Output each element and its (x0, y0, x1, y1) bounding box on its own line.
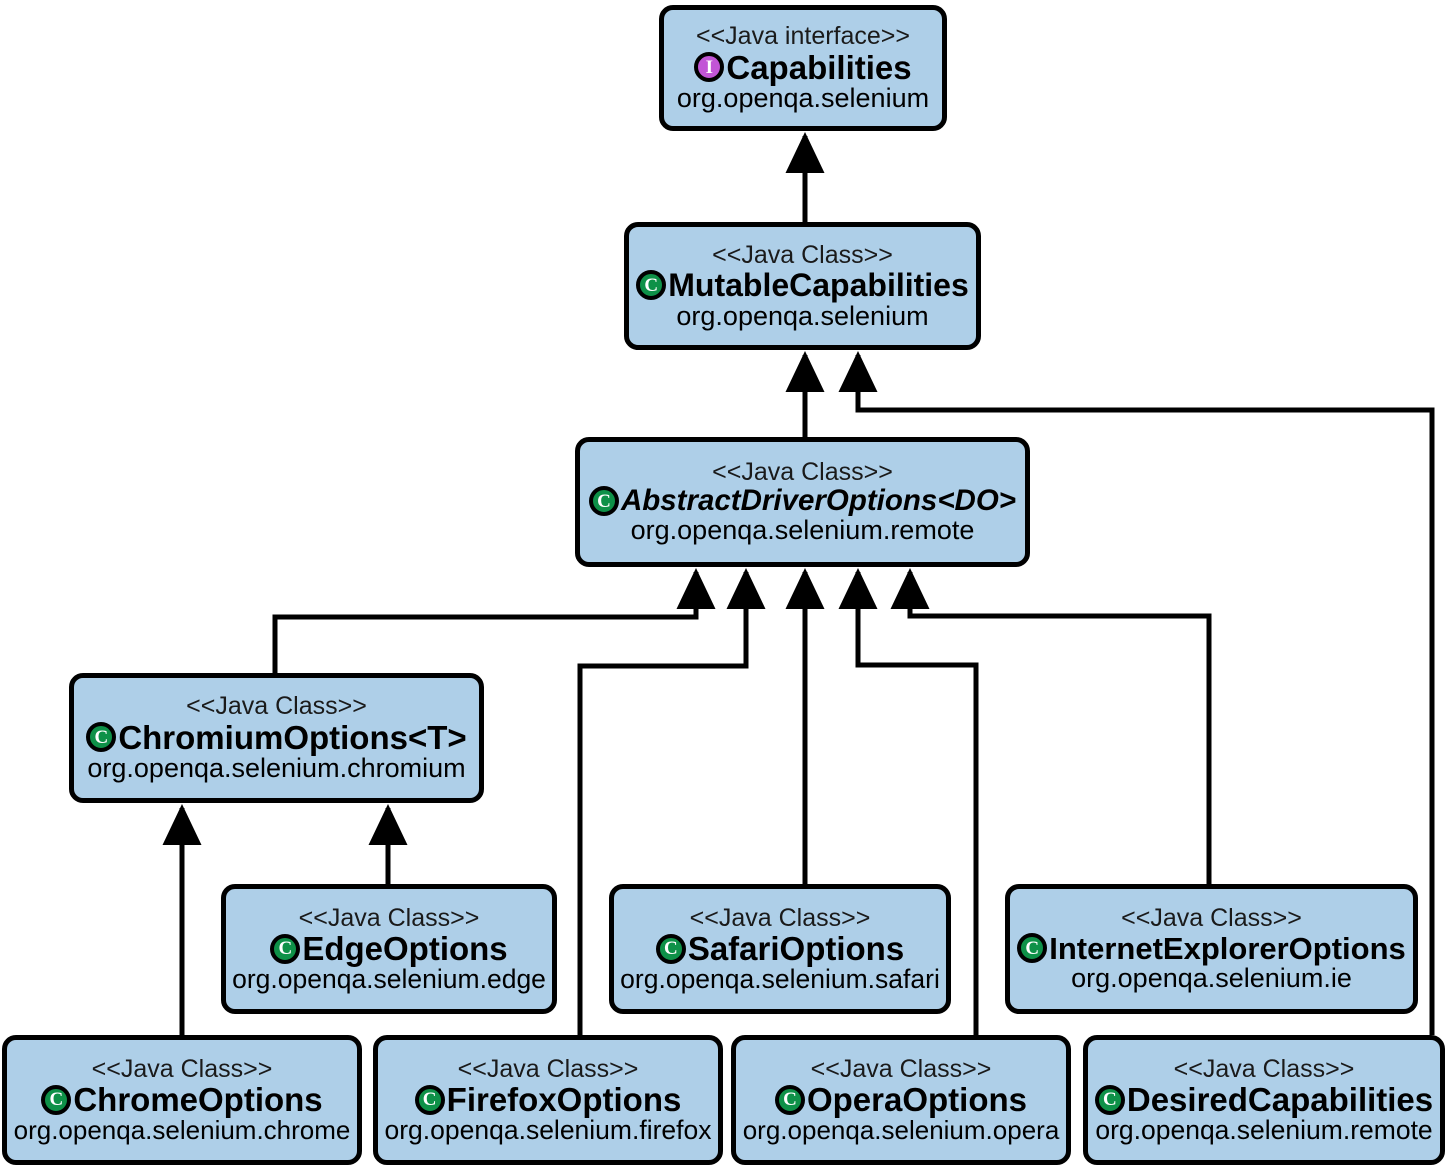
class-name-label: EdgeOptions (302, 929, 508, 967)
stereotype-label: <<Java Class>> (1173, 1054, 1355, 1083)
package-label: org.openqa.selenium.ie (1071, 963, 1352, 994)
package-label: org.openqa.selenium (676, 83, 930, 114)
package-label: org.openqa.selenium.remote (630, 515, 975, 546)
generalization-edge-chromium-to-abstract (272, 568, 716, 673)
class-name-label: Capabilities (726, 48, 912, 86)
stereotype-label: <<Java Class>> (91, 1054, 273, 1083)
java-class-icon: C (774, 1084, 805, 1115)
java-class-icon: C (588, 486, 619, 517)
stereotype-label: <<Java Class>> (689, 903, 871, 932)
java-class-icon: C (1094, 1084, 1125, 1115)
class-name-label: MutableCapabilities (668, 267, 969, 304)
class-name-label: AbstractDriverOptions<DO> (620, 484, 1017, 518)
stereotype-label: <<Java Class>> (298, 903, 480, 932)
java-class-icon: C (86, 722, 117, 753)
class-name-label: InternetExplorerOptions (1049, 930, 1406, 966)
class-name-label: DesiredCapabilities (1126, 1080, 1434, 1118)
package-label: org.openqa.selenium (676, 300, 929, 331)
java-interface-icon: I (694, 52, 725, 83)
class-name-label: SafariOptions (687, 929, 905, 967)
package-label: org.openqa.selenium.chrome (13, 1114, 351, 1145)
package-label: org.openqa.selenium.safari (620, 963, 940, 994)
java-class-icon: C (414, 1084, 445, 1115)
stereotype-label: <<Java Class>> (186, 692, 367, 721)
package-label: org.openqa.selenium.edge (232, 963, 546, 994)
class-name-label: ChromeOptions (73, 1081, 323, 1119)
class-name-label: FirefoxOptions (446, 1080, 682, 1118)
package-label: org.openqa.selenium.remote (1095, 1114, 1433, 1145)
package-label: org.openqa.selenium.opera (742, 1114, 1060, 1145)
stereotype-label: <<Java Class>> (712, 458, 893, 487)
java-class-icon: C (270, 933, 301, 964)
class-name-label: ChromiumOptions<T> (118, 718, 467, 756)
java-class-icon: C (636, 270, 667, 301)
class-name-label: OperaOptions (806, 1081, 1028, 1119)
stereotype-label: <<Java interface>> (695, 22, 911, 51)
package-label: org.openqa.selenium.chromium (87, 753, 466, 784)
stereotype-label: <<Java Class>> (712, 240, 893, 269)
stereotype-label: <<Java Class>> (457, 1054, 639, 1083)
package-label: org.openqa.selenium.firefox (384, 1114, 712, 1145)
java-class-icon: C (1017, 933, 1048, 964)
java-class-icon: C (41, 1084, 72, 1115)
java-class-icon: C (655, 933, 686, 964)
generalization-edge-ie-to-abstract (890, 568, 1212, 884)
stereotype-label: <<Java Class>> (1121, 904, 1302, 933)
stereotype-label: <<Java Class>> (810, 1054, 992, 1083)
